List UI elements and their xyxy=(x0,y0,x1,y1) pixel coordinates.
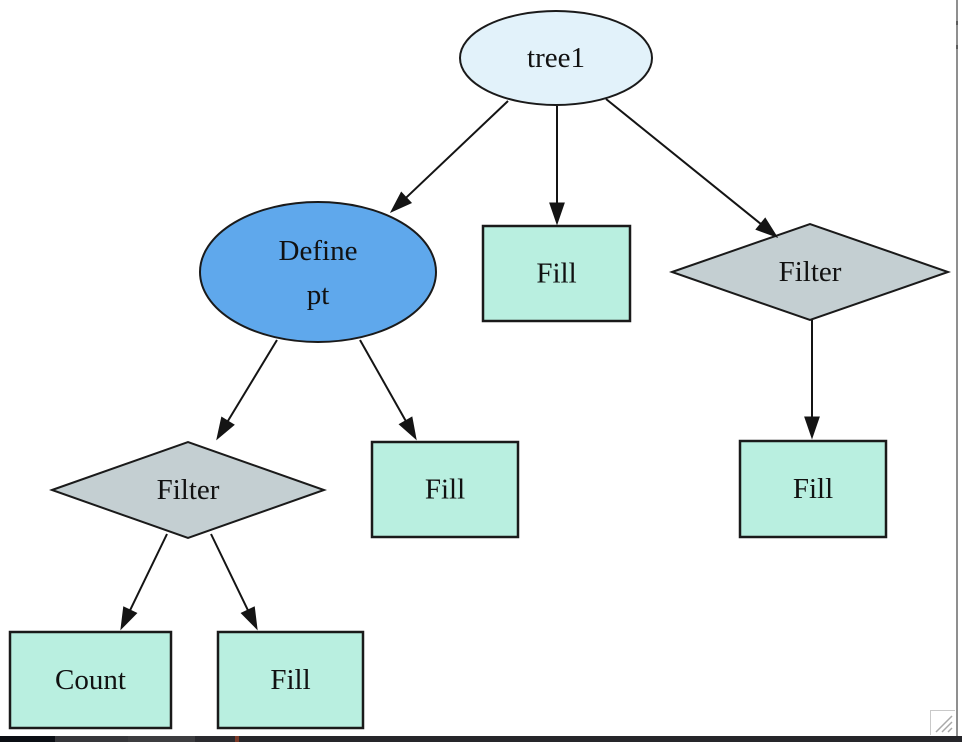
node-fill-4 xyxy=(216,630,365,730)
edge-tree1-define-pt xyxy=(405,100,509,199)
bottom-sliver-segment xyxy=(128,736,195,742)
window-edge-notch xyxy=(956,45,958,49)
arrowhead-define-pt-fill-2 xyxy=(398,416,417,441)
arrowhead-filter-2-fill-4 xyxy=(240,606,258,631)
node-count xyxy=(8,630,173,730)
bottom-window-sliver xyxy=(0,736,962,742)
node-fill-3 xyxy=(738,439,888,539)
node-label-fill-1: Fill xyxy=(536,258,576,290)
node-label-line: pt xyxy=(307,279,330,311)
node-filter-2 xyxy=(48,440,328,540)
edge-define-pt-fill-2 xyxy=(359,339,407,422)
nodes-layer xyxy=(8,10,952,730)
arrowhead-filter-1-fill-3 xyxy=(804,416,820,440)
edge-filter-2-fill-4 xyxy=(210,533,249,611)
arrowhead-filter-2-count xyxy=(120,606,138,631)
arrowhead-tree1-define-pt xyxy=(389,191,413,214)
node-label-fill-2: Fill xyxy=(425,474,465,506)
edges-layer xyxy=(120,98,820,631)
window-edge-notch xyxy=(956,21,958,25)
node-label-define-pt: Define pt xyxy=(279,235,358,311)
right-window-edge xyxy=(956,0,958,737)
bottom-sliver-segment xyxy=(55,736,128,742)
resize-grip-icon[interactable] xyxy=(930,710,955,735)
bottom-sliver-segment xyxy=(239,736,962,742)
node-label-fill-3: Fill xyxy=(793,473,833,505)
node-tree1 xyxy=(459,10,653,106)
bottom-sliver-segment xyxy=(195,736,235,742)
node-label-tree1: tree1 xyxy=(527,42,585,74)
node-label-fill-4: Fill xyxy=(270,664,310,696)
arrowhead-define-pt-filter-2 xyxy=(216,416,235,441)
arrowhead-tree1-filter-1 xyxy=(755,217,779,238)
arrowhead-tree1-fill-1 xyxy=(549,202,565,226)
node-fill-2 xyxy=(370,440,520,539)
node-label-filter-2: Filter xyxy=(157,474,220,506)
edge-filter-2-count xyxy=(129,533,168,611)
edge-tree1-filter-1 xyxy=(605,98,762,225)
bottom-sliver-segment xyxy=(0,736,55,742)
node-label-line: Define xyxy=(279,235,358,267)
node-label-filter-1: Filter xyxy=(779,256,842,288)
node-label-count: Count xyxy=(55,664,126,696)
node-define-pt xyxy=(199,201,437,343)
edge-define-pt-filter-2 xyxy=(227,339,278,422)
node-fill-1 xyxy=(481,224,632,323)
node-filter-1 xyxy=(668,222,952,322)
bottom-sliver-segment xyxy=(235,736,239,742)
